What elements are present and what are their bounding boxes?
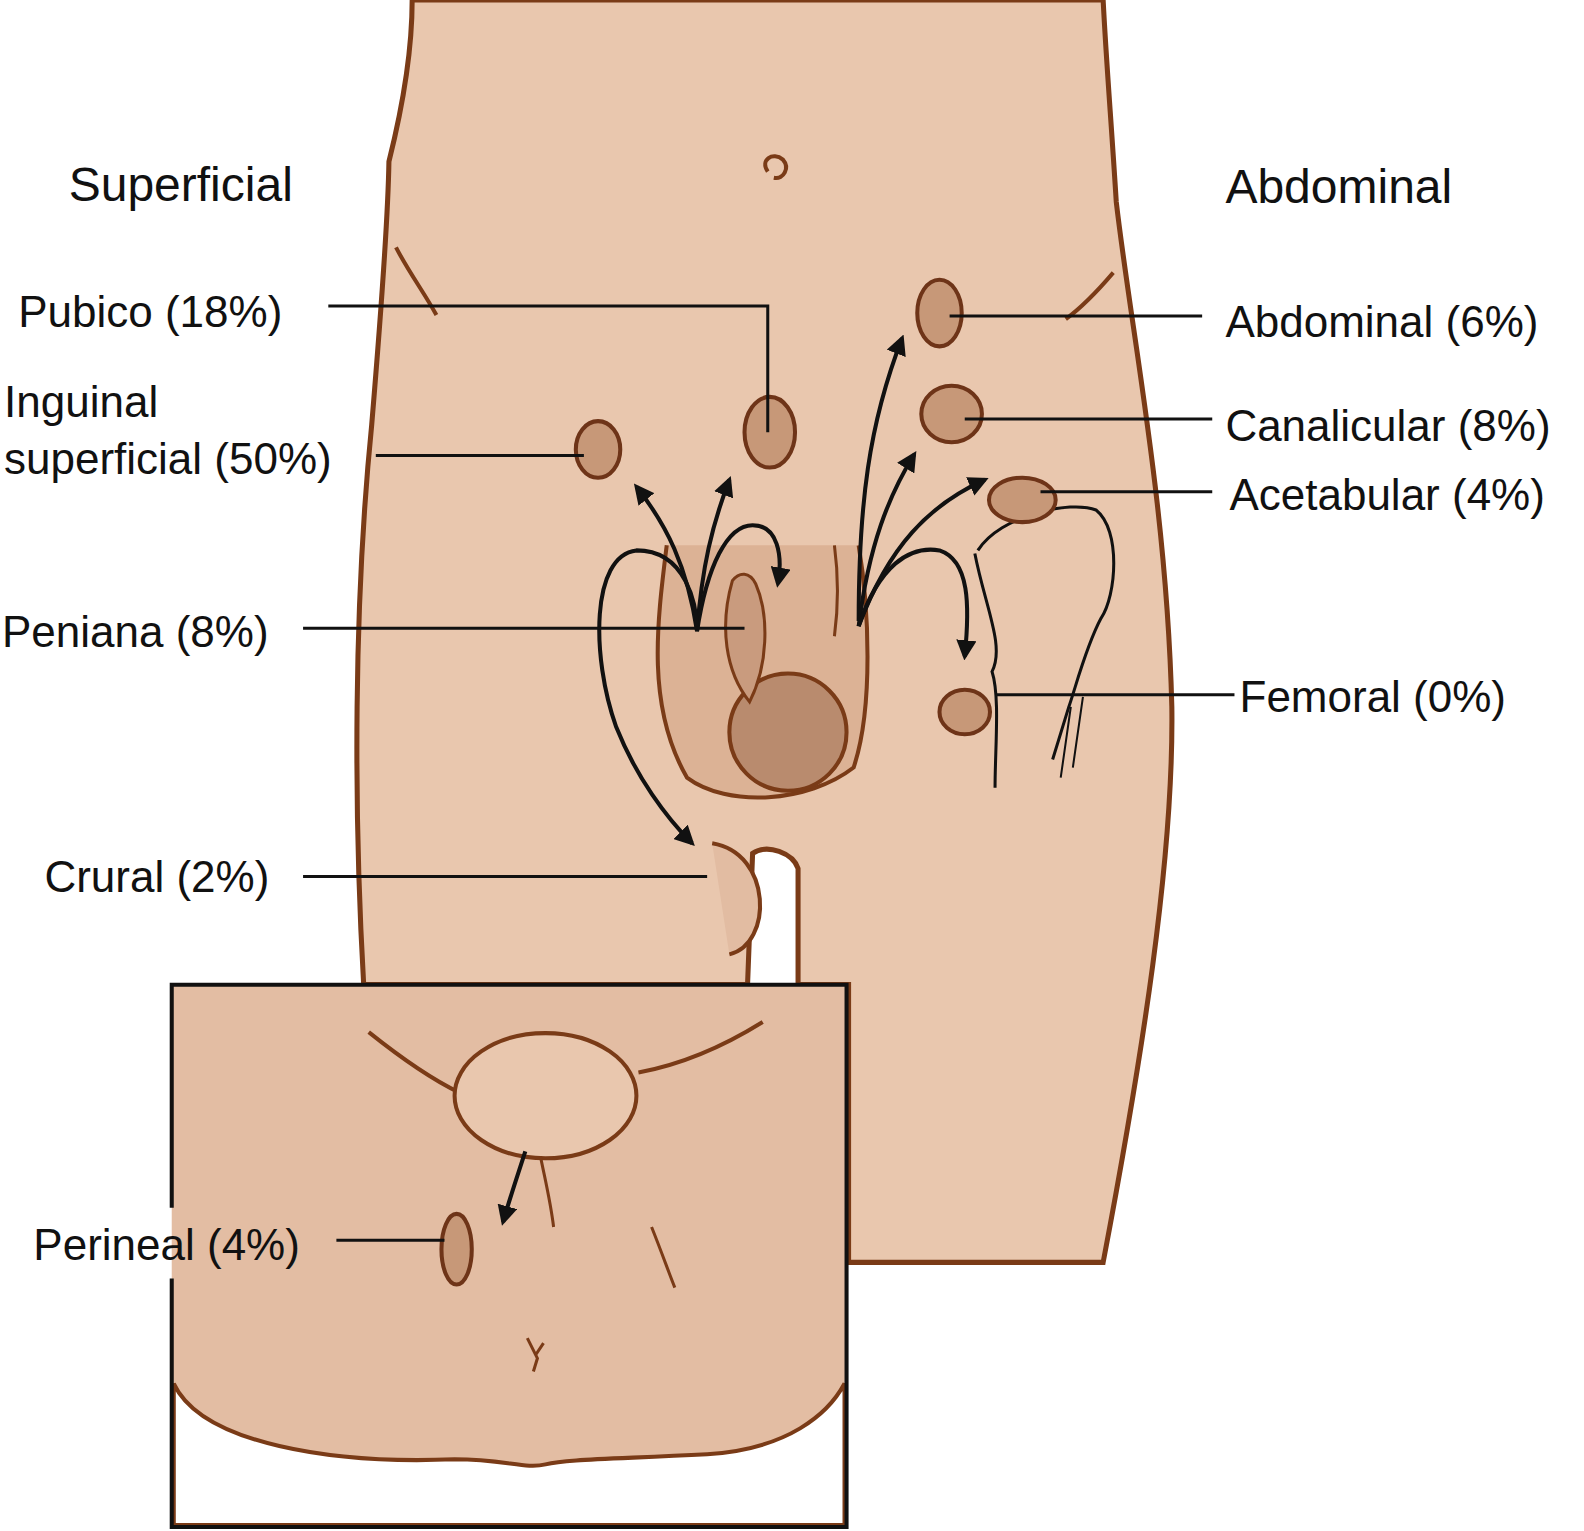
migration-arrows: [599, 338, 985, 843]
hernia-blob: [921, 386, 982, 443]
leader-line: [965, 418, 1213, 421]
inset-raphe: [540, 1156, 553, 1227]
hernia-blob: [441, 1214, 471, 1285]
penis: [726, 574, 765, 702]
hernia-label: Femoral (0%): [1240, 668, 1507, 725]
column-heading: Superficial: [69, 154, 293, 216]
hip-bone: [978, 507, 1114, 760]
column-heading: Abdominal: [1225, 156, 1452, 218]
hernia-blob: [917, 280, 961, 347]
hernia-label: Abdominal (6%): [1225, 293, 1538, 350]
hernia-label: Perineal (4%): [33, 1216, 300, 1273]
inset-thigh-crease: [369, 1032, 460, 1093]
leader-line: [303, 875, 707, 878]
hip-bone: [975, 553, 997, 787]
hernia-label: Pubico (18%): [18, 283, 282, 340]
leader-line: [328, 306, 767, 432]
navel: [765, 156, 786, 178]
leader-line: [1041, 490, 1213, 493]
arrow: [503, 1151, 525, 1222]
hernia-label: Peniana (8%): [2, 603, 269, 660]
arrow: [599, 550, 697, 843]
cord-line: [834, 545, 837, 636]
hernia-label: Acetabular (4%): [1229, 466, 1544, 523]
leader-lines: [303, 306, 1234, 877]
leader-line: [995, 693, 1234, 696]
leader-line: [336, 1239, 444, 1242]
hernia-blob: [939, 690, 990, 734]
hernia-blob: [576, 421, 620, 478]
hernia-label: Canalicular (8%): [1225, 397, 1550, 454]
femur-line: [1061, 697, 1083, 778]
inset-scrotum: [455, 1033, 637, 1158]
leader-line: [950, 315, 1203, 318]
hernia-label: Crural (2%): [44, 848, 269, 905]
inset-shading: [652, 1227, 675, 1288]
arrow: [859, 550, 968, 657]
hernia-label: Inguinal superficial (50%): [4, 373, 332, 487]
crural-bulge: [712, 843, 760, 954]
inset-thigh-crease: [638, 1022, 762, 1072]
inset-buttocks: [174, 1384, 845, 1525]
hernia-blob: [745, 397, 796, 468]
inset-anus: [527, 1338, 543, 1371]
leader-line: [303, 627, 744, 630]
scrotum-outline: [658, 545, 868, 797]
hernia-blob: [989, 478, 1056, 522]
waist-crease: [1066, 273, 1113, 319]
leader-line: [376, 454, 584, 457]
hernia-sites: [576, 280, 1056, 734]
arrow: [697, 525, 780, 631]
